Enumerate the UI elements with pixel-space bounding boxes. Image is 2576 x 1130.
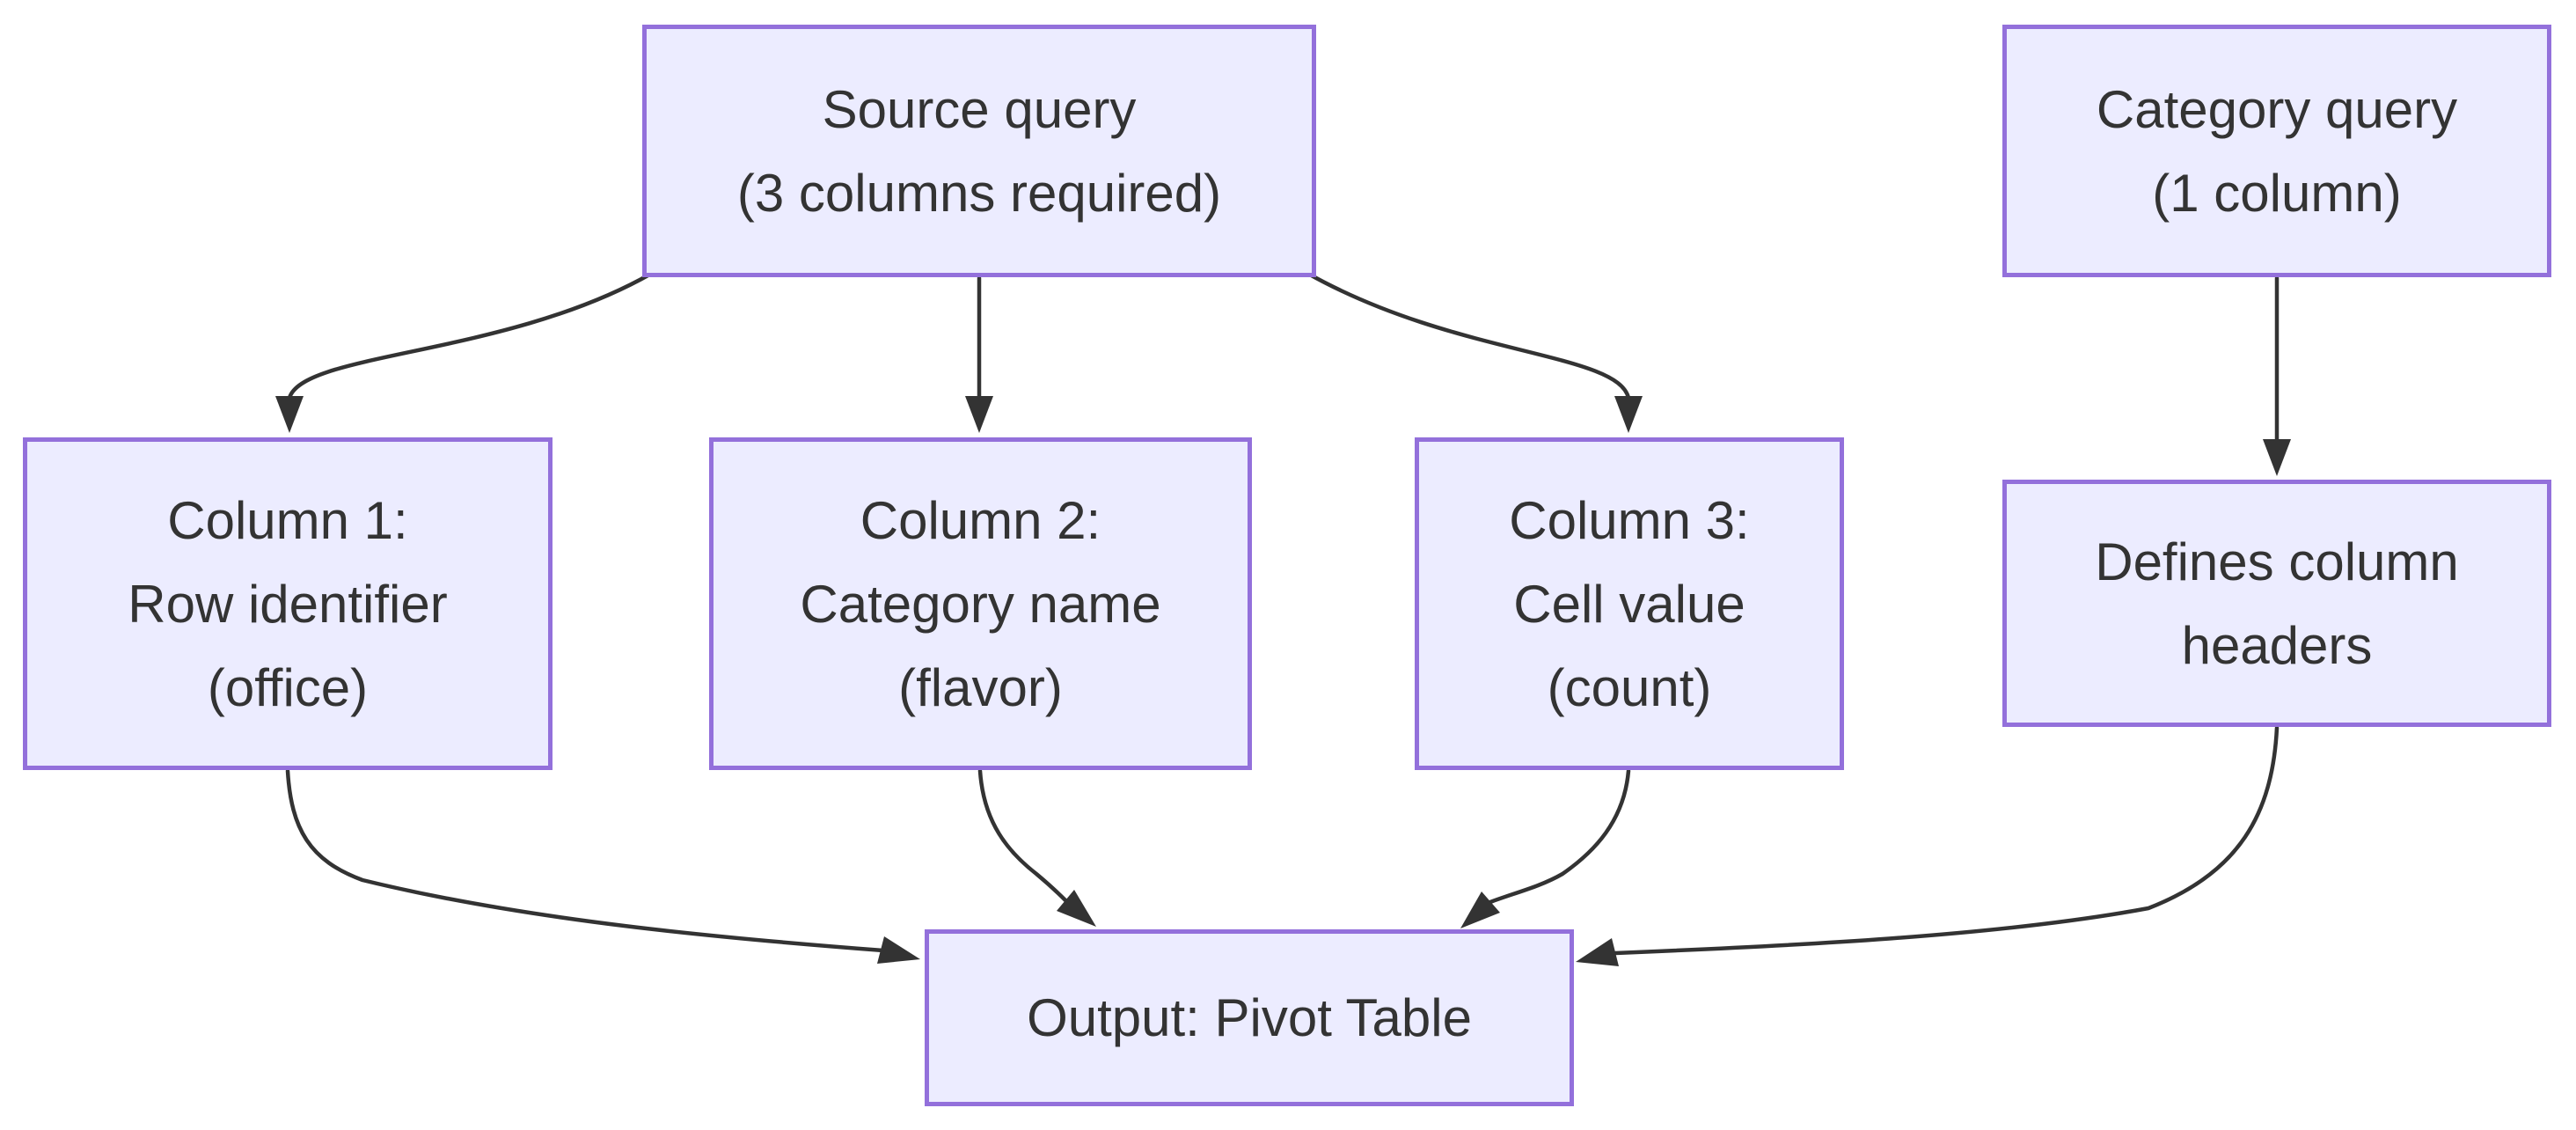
node-label-line: Defines column <box>2095 532 2459 591</box>
arrowhead-icon <box>2263 439 2291 476</box>
node-label-line: (flavor) <box>898 657 1063 717</box>
node-label-line: Column 3: <box>1509 490 1750 550</box>
node-label-line: (count) <box>1547 657 1712 717</box>
node-label-line: Category name <box>800 574 1161 634</box>
node-label-line: Source query <box>822 79 1137 139</box>
node-label-line: headers <box>2181 615 2373 675</box>
node-label-line: (1 column) <box>2152 163 2402 223</box>
node-column-1-row-identifier: Column 1: Row identifier (office) <box>23 437 553 770</box>
edge-line <box>1488 768 1631 905</box>
node-column-2-category-name: Column 2: Category name (flavor) <box>709 437 1252 770</box>
edge-source-query-to-column-1 <box>275 271 654 433</box>
edge-line <box>285 768 886 953</box>
edge-line <box>1306 271 1631 400</box>
arrowhead-icon <box>877 936 920 964</box>
arrowhead-icon <box>275 396 304 433</box>
arrowhead-icon <box>965 396 993 433</box>
arrowhead-icon <box>1460 892 1500 928</box>
edge-category-query-to-defines-headers <box>2263 275 2291 476</box>
node-output-pivot-table: Output: Pivot Table <box>925 929 1574 1106</box>
node-label-line: Row identifier <box>128 574 448 634</box>
edge-line <box>287 271 654 400</box>
edge-line <box>977 768 1068 903</box>
node-defines-column-headers: Defines column headers <box>2002 480 2551 727</box>
edge-column-2-to-output <box>977 768 1096 927</box>
edge-source-query-to-column-3 <box>1306 271 1643 433</box>
arrowhead-icon <box>1576 938 1619 966</box>
node-source-query: Source query (3 columns required) <box>642 25 1316 277</box>
arrowhead-icon <box>1057 890 1096 927</box>
node-category-query: Category query (1 column) <box>2002 25 2551 277</box>
arrowhead-icon <box>1614 396 1643 433</box>
node-label-line: Category query <box>2096 79 2458 139</box>
edge-column-3-to-output <box>1460 768 1631 928</box>
node-label-line: Output: Pivot Table <box>1027 988 1472 1047</box>
edge-source-query-to-column-2 <box>965 275 993 433</box>
node-label-line: (3 columns required) <box>736 163 1222 223</box>
node-label-line: Cell value <box>1513 574 1745 634</box>
node-label-line: Column 2: <box>860 490 1101 550</box>
edge-column-1-to-output <box>285 768 920 964</box>
node-column-3-cell-value: Column 3: Cell value (count) <box>1415 437 1844 770</box>
node-label-line: (office) <box>207 657 369 717</box>
node-label-line: Column 1: <box>167 490 408 550</box>
